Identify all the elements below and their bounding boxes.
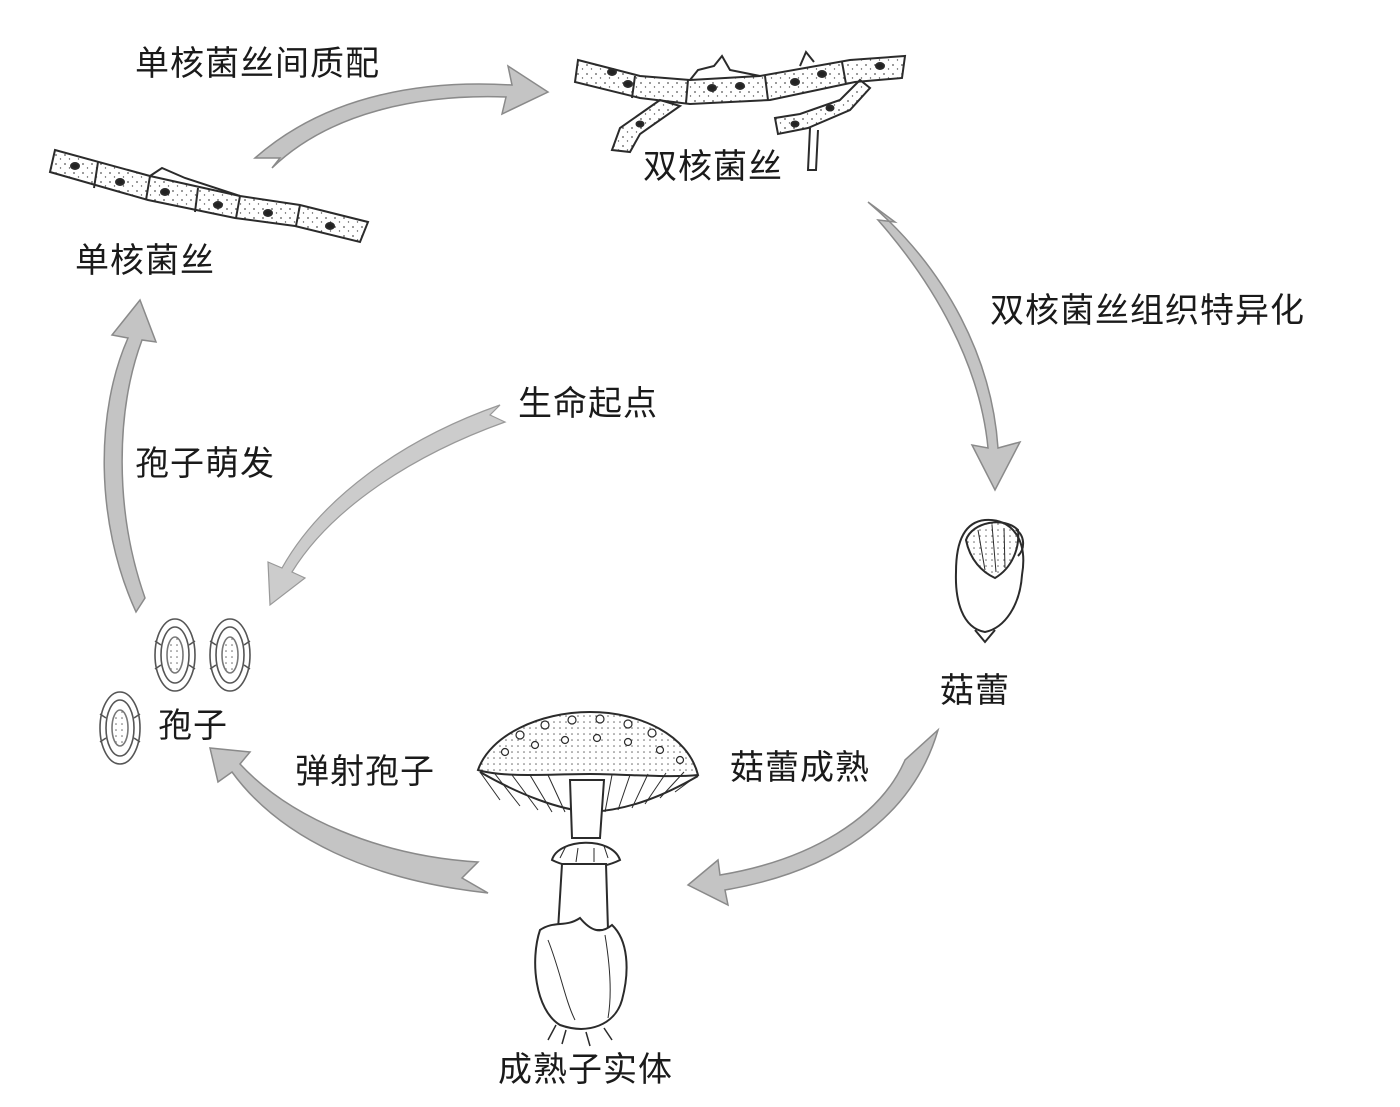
label-spore-ejection: 弹射孢子: [295, 752, 435, 792]
arrow-tissue-specialization: [867, 201, 1022, 492]
arrow-spore-ejection: [209, 747, 489, 894]
label-spores: 孢子: [158, 706, 228, 746]
arrow-plasmogamy: [253, 64, 550, 169]
arrow-spore-germination: [103, 298, 158, 614]
label-spore-germination: 孢子萌发: [135, 444, 275, 484]
dikaryotic-hypha-illustration: [573, 50, 907, 171]
arrow-life-start: [267, 404, 507, 607]
spores-illustration: [99, 618, 251, 765]
label-button-maturation: 菇蕾成熟: [730, 748, 870, 788]
label-mono-plasmogamy: 单核菌丝间质配: [135, 44, 380, 84]
label-dikaryotic-specialization: 双核菌丝组织特异化: [990, 291, 1305, 331]
label-button: 菇蕾: [940, 671, 1010, 711]
mushroom-button-illustration: [954, 518, 1025, 644]
label-mature-fruiting-body: 成熟子实体: [498, 1050, 673, 1090]
label-dikaryotic-hypha: 双核菌丝: [643, 147, 783, 187]
monokaryotic-hypha-illustration: [48, 148, 370, 244]
label-monokaryotic-hypha: 单核菌丝: [75, 241, 215, 281]
label-life-start: 生命起点: [518, 384, 658, 424]
mature-fruiting-body-illustration: [476, 710, 700, 1047]
arrow-button-maturation: [686, 727, 940, 907]
